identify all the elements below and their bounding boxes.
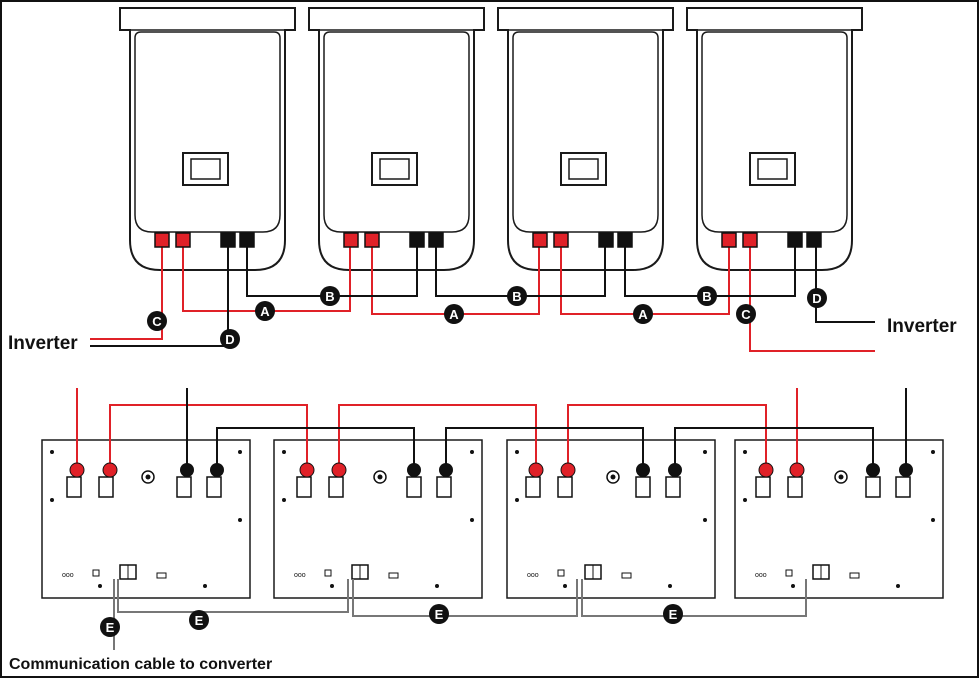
marker-a-3: A [633,304,653,324]
marker-d-2: D [807,288,827,308]
battery-cabinet-3 [497,7,674,271]
marker-e-3: E [429,604,449,624]
bottom-terminals [66,462,913,498]
display-screen-icon [371,152,418,186]
marker-d-1: D [220,329,240,349]
svg-text:C: C [152,314,162,329]
svg-text:E: E [106,620,115,635]
marker-a-1: A [255,301,275,321]
battery-cabinet-4 [686,7,863,271]
battery-cabinet-1 [119,7,296,271]
battery-cabinet-2 [308,7,485,271]
marker-b-2: B [507,286,527,306]
marker-a-2: A [444,304,464,324]
display-screen-icon [182,152,229,186]
svg-text:ooo: ooo [294,572,306,579]
bottom-positive-wires [76,388,798,470]
svg-text:D: D [812,291,821,306]
marker-b-1: B [320,286,340,306]
marker-c-2: C [736,304,756,324]
marker-e-4: E [663,604,683,624]
svg-text:B: B [702,289,711,304]
inverter-label-left: Inverter [8,333,78,354]
marker-b-3: B [697,286,717,306]
svg-text:A: A [260,304,270,319]
inverter-label-right: Inverter [887,316,957,337]
svg-text:ooo: ooo [527,572,539,579]
svg-text:ooo: ooo [755,572,767,579]
svg-text:E: E [195,613,204,628]
svg-text:A: A [638,307,648,322]
comm-cable-label: Communication cable to converter [9,656,272,673]
display-screen-icon [560,152,607,186]
marker-e-2: E [189,610,209,630]
communication-cables [113,579,807,650]
top-terminals [154,232,822,248]
svg-text:E: E [669,607,678,622]
bottom-negative-wires [186,388,907,470]
svg-text:B: B [512,289,521,304]
marker-c-1: C [147,311,167,331]
svg-text:D: D [225,332,234,347]
svg-text:A: A [449,307,459,322]
display-screen-icon [749,152,796,186]
svg-text:ooo: ooo [62,572,74,579]
svg-text:C: C [741,307,751,322]
svg-text:E: E [435,607,444,622]
marker-e-1: E [100,617,120,637]
svg-text:B: B [325,289,334,304]
